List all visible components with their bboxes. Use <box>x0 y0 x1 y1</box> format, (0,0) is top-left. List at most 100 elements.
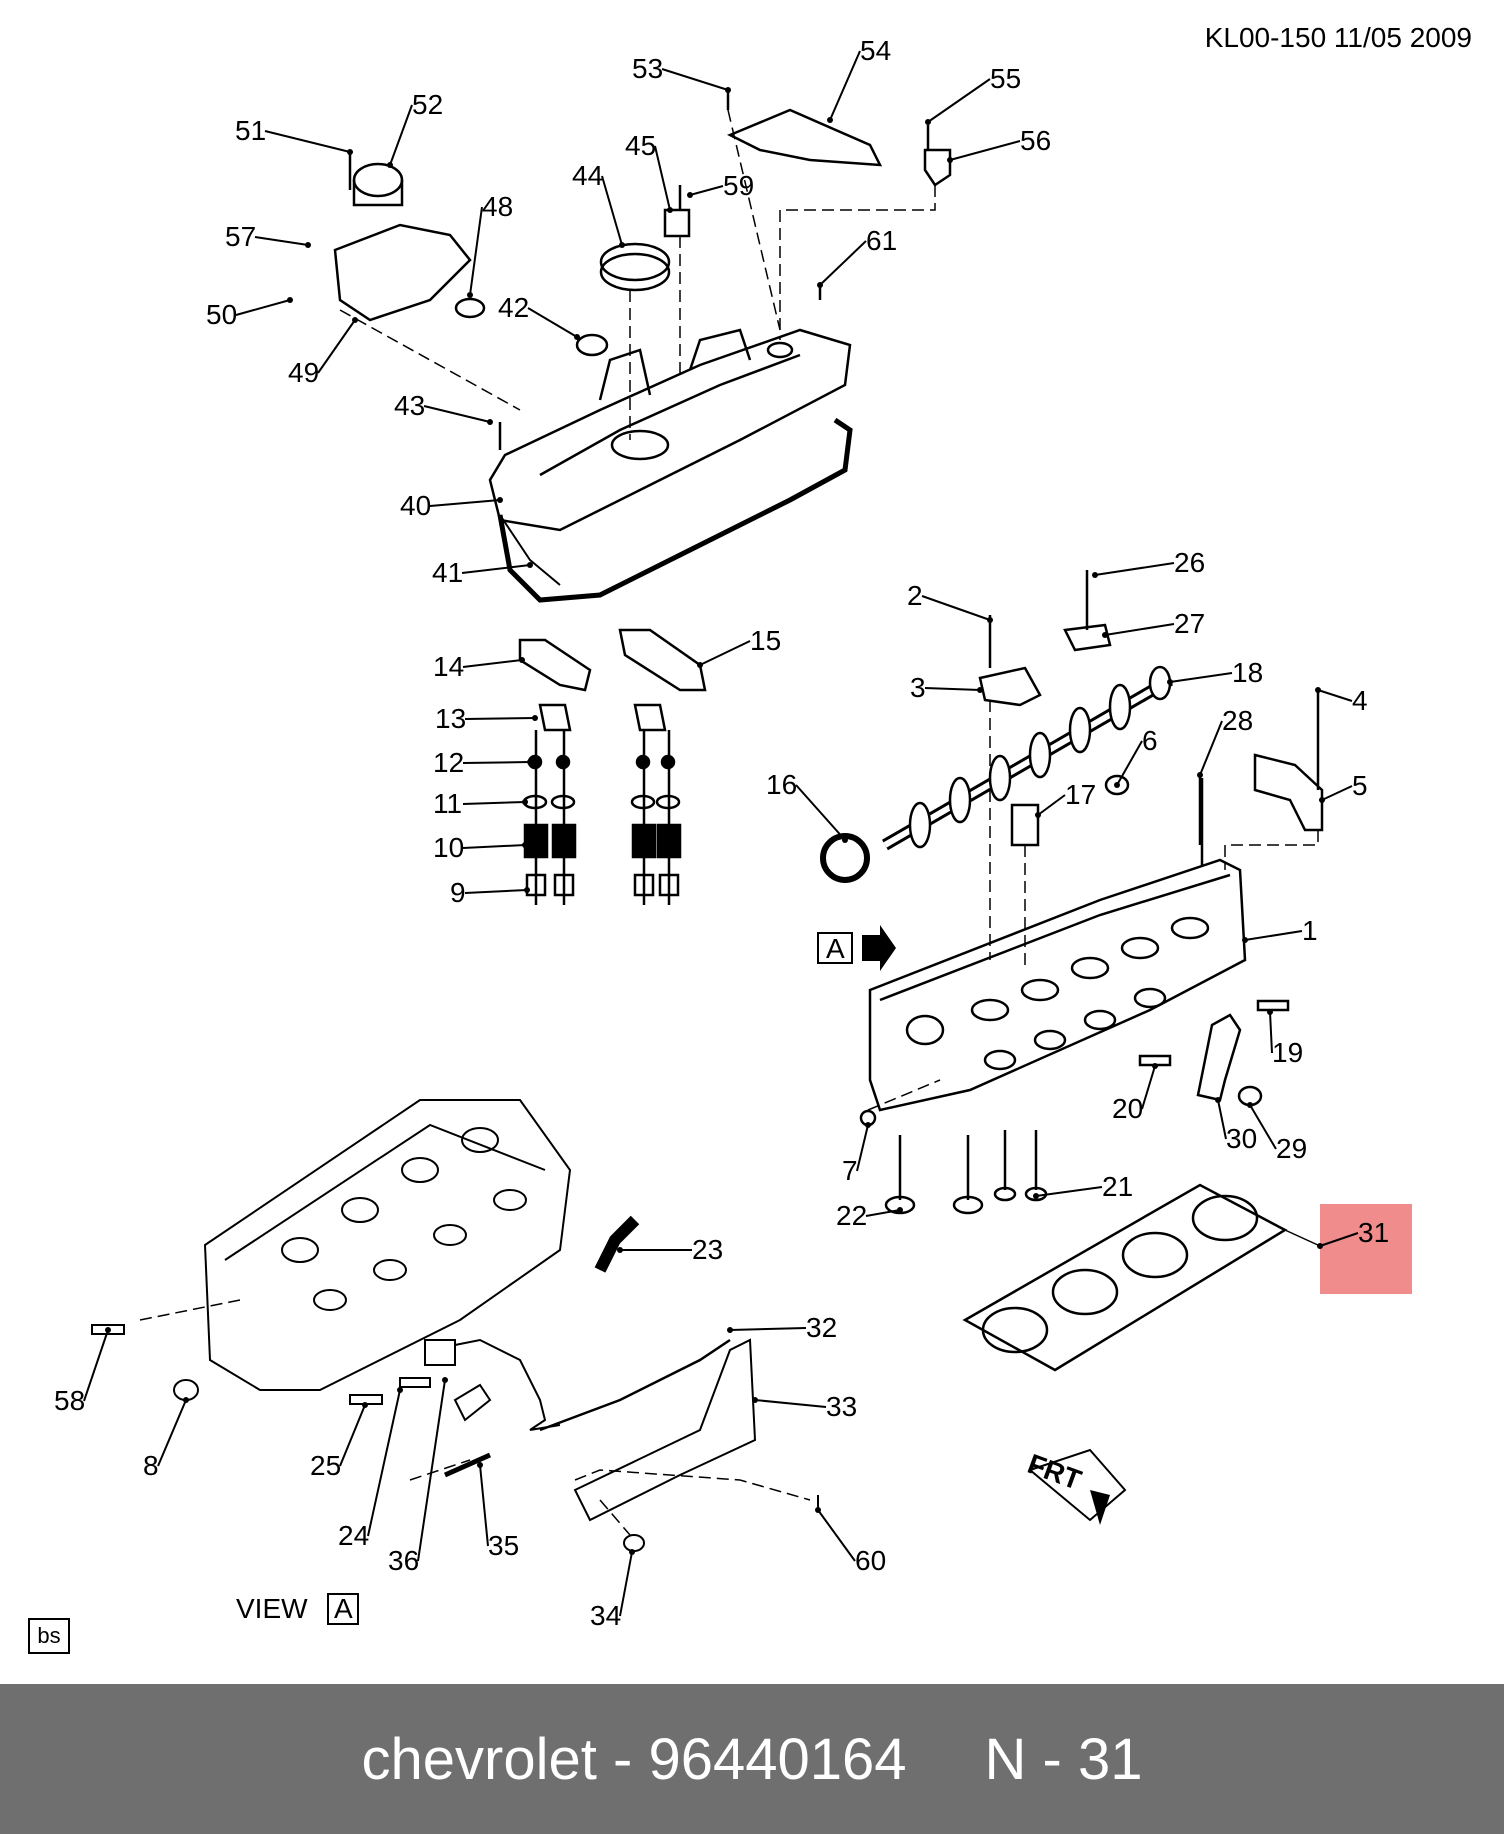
callout-label-6[interactable]: 6 <box>1142 725 1158 756</box>
callout-label-9[interactable]: 9 <box>450 877 466 908</box>
callout-label-25[interactable]: 25 <box>310 1450 341 1481</box>
leader-dot-25 <box>362 1402 368 1408</box>
leader-line-48 <box>469 206 483 296</box>
callout-label-29[interactable]: 29 <box>1276 1133 1307 1164</box>
callout-label-2[interactable]: 2 <box>907 580 923 611</box>
callout-label-59[interactable]: 59 <box>723 170 754 201</box>
view-caption-box <box>327 1593 359 1625</box>
callout-label-19[interactable]: 19 <box>1272 1037 1303 1068</box>
leader-line-32 <box>729 1327 807 1331</box>
leader-line-7 <box>856 1124 869 1172</box>
callout-label-57[interactable]: 57 <box>225 221 256 252</box>
footer-brand: chevrolet <box>361 1726 597 1792</box>
callout-label-32[interactable]: 32 <box>806 1312 837 1343</box>
leader-dot-51 <box>347 149 353 155</box>
leader-line-44 <box>601 175 623 246</box>
callout-label-20[interactable]: 20 <box>1112 1093 1143 1124</box>
leader-line-25 <box>339 1404 366 1467</box>
callout-label-35[interactable]: 35 <box>488 1530 519 1561</box>
callout-label-17[interactable]: 17 <box>1065 779 1096 810</box>
callout-label-34[interactable]: 34 <box>590 1600 621 1631</box>
front-arrow-icon <box>1090 1490 1110 1525</box>
leader-dot-49 <box>352 317 358 323</box>
leader-line-30 <box>1217 1099 1227 1140</box>
footer-page: N - 31 <box>984 1726 1143 1792</box>
callout-label-8[interactable]: 8 <box>143 1450 159 1481</box>
leader-dot-15 <box>697 662 703 668</box>
callout-label-60[interactable]: 60 <box>855 1545 886 1576</box>
leader-dot-29 <box>1247 1102 1253 1108</box>
callout-label-22[interactable]: 22 <box>836 1200 867 1231</box>
callout-label-3[interactable]: 3 <box>910 672 926 703</box>
leader-dot-12 <box>527 759 533 765</box>
callout-label-52[interactable]: 52 <box>412 89 443 120</box>
callout-label-41[interactable]: 41 <box>432 557 463 588</box>
leader-dot-26 <box>1092 572 1098 578</box>
leader-dot-20 <box>1152 1063 1158 1069</box>
callout-label-55[interactable]: 55 <box>990 63 1021 94</box>
callout-label-43[interactable]: 43 <box>394 390 425 421</box>
leader-dot-2 <box>987 617 993 623</box>
callout-label-36[interactable]: 36 <box>388 1545 419 1576</box>
leader-dot-33 <box>752 1397 758 1403</box>
callout-label-23[interactable]: 23 <box>692 1234 723 1265</box>
leader-line-43 <box>423 405 491 423</box>
callout-label-5[interactable]: 5 <box>1352 770 1368 801</box>
callout-label-30[interactable]: 30 <box>1226 1123 1257 1154</box>
callout-label-12[interactable]: 12 <box>433 747 464 778</box>
callout-label-13[interactable]: 13 <box>435 703 466 734</box>
leader-dot-31 <box>1317 1243 1323 1249</box>
leader-line-6 <box>1116 740 1143 786</box>
leader-line-42 <box>527 307 578 338</box>
callout-label-58[interactable]: 58 <box>54 1385 85 1416</box>
callout-label-44[interactable]: 44 <box>572 160 603 191</box>
leader-dot-30 <box>1215 1097 1221 1103</box>
exploded-parts-diagram: A FRT VIEW A 123456789101112131415161718… <box>54 35 1412 1631</box>
callout-label-24[interactable]: 24 <box>338 1520 369 1551</box>
leader-line-36 <box>417 1379 446 1562</box>
callout-label-28[interactable]: 28 <box>1222 705 1253 736</box>
leader-line-51 <box>264 130 351 153</box>
callout-label-4[interactable]: 4 <box>1352 685 1368 716</box>
callout-label-16[interactable]: 16 <box>766 769 797 800</box>
leader-dot-22 <box>897 1207 903 1213</box>
leader-dot-34 <box>629 1549 635 1555</box>
callout-label-7[interactable]: 7 <box>842 1155 858 1186</box>
leader-line-27 <box>1104 623 1175 636</box>
callout-label-56[interactable]: 56 <box>1020 125 1051 156</box>
callout-label-15[interactable]: 15 <box>750 625 781 656</box>
callout-label-1[interactable]: 1 <box>1302 915 1318 946</box>
callout-label-14[interactable]: 14 <box>433 651 464 682</box>
callout-label-54[interactable]: 54 <box>860 35 891 66</box>
callout-label-27[interactable]: 27 <box>1174 608 1205 639</box>
callout-label-61[interactable]: 61 <box>866 225 897 256</box>
callout-label-49[interactable]: 49 <box>288 357 319 388</box>
callout-label-40[interactable]: 40 <box>400 490 431 521</box>
callout-label-18[interactable]: 18 <box>1232 657 1263 688</box>
leader-dot-58 <box>105 1327 111 1333</box>
callout-label-48[interactable]: 48 <box>482 191 513 222</box>
callout-label-51[interactable]: 51 <box>235 115 266 146</box>
leader-dot-32 <box>727 1327 733 1333</box>
callout-label-31[interactable]: 31 <box>1358 1217 1389 1248</box>
leader-line-21 <box>1035 1186 1103 1197</box>
callout-label-10[interactable]: 10 <box>433 832 464 863</box>
leader-dot-3 <box>977 687 983 693</box>
callout-label-11[interactable]: 11 <box>433 788 462 819</box>
leader-dot-7 <box>865 1122 871 1128</box>
leader-line-15 <box>699 640 751 666</box>
callout-label-42[interactable]: 42 <box>498 292 529 323</box>
callout-label-53[interactable]: 53 <box>632 53 663 84</box>
leader-line-35 <box>479 1464 489 1547</box>
leader-line-13 <box>464 717 536 720</box>
leader-line-10 <box>462 844 526 849</box>
callout-label-50[interactable]: 50 <box>206 299 237 330</box>
callout-label-33[interactable]: 33 <box>826 1391 857 1422</box>
leader-line-57 <box>254 236 309 246</box>
callout-label-21[interactable]: 21 <box>1102 1171 1133 1202</box>
leader-line-20 <box>1141 1065 1156 1110</box>
valve-train-components <box>518 628 707 905</box>
callout-label-45[interactable]: 45 <box>625 130 656 161</box>
leader-line-40 <box>429 499 501 507</box>
callout-label-26[interactable]: 26 <box>1174 547 1205 578</box>
